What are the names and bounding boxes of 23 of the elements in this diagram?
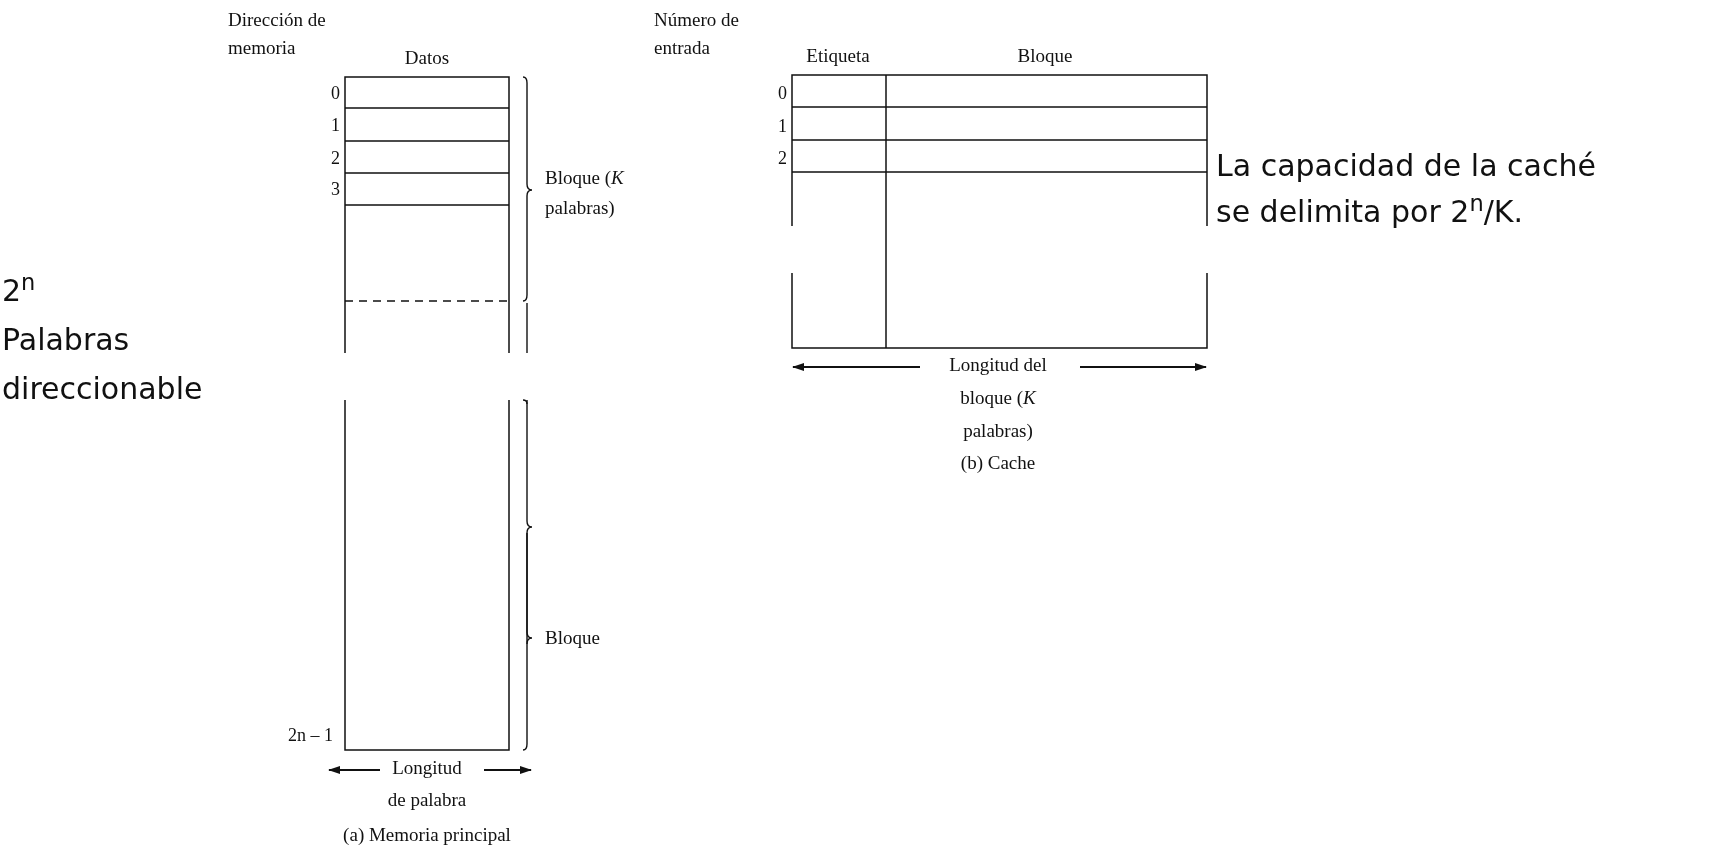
- column-heading: Datos: [404, 46, 450, 70]
- caption: (b) Cache: [960, 451, 1036, 475]
- row-number: 3: [331, 178, 340, 201]
- row-number: 2: [778, 147, 787, 170]
- note-text: La capacidad de la caché se delimita por 2$^{n}$/K.: [1216, 147, 1597, 231]
- column-heading: Dirección de memoria: [228, 8, 327, 60]
- dimension-label: Longitud del bloque (K palabras): [948, 353, 1048, 443]
- side-label: 2$^{n}$: [2, 278, 36, 304]
- column-heading: Bloque: [1017, 44, 1073, 68]
- dimension-label: Longitud de palabra: [386, 756, 468, 812]
- column-heading: Etiqueta: [806, 44, 870, 68]
- side-label: direccionable: [2, 376, 203, 402]
- row-number: 2n – 1: [288, 724, 333, 747]
- row-number: 1: [778, 115, 787, 138]
- row-number: 2: [331, 147, 340, 170]
- row-number: 0: [778, 82, 787, 105]
- caption: (a) Memoria principal: [343, 823, 511, 847]
- brace-label: Bloque (K palabras): [545, 166, 626, 220]
- row-number: 0: [331, 82, 340, 105]
- column-heading: Número de entrada: [654, 8, 740, 60]
- row-number: 1: [331, 114, 340, 137]
- side-label: Palabras: [2, 327, 130, 353]
- brace-label: Bloque: [545, 626, 600, 650]
